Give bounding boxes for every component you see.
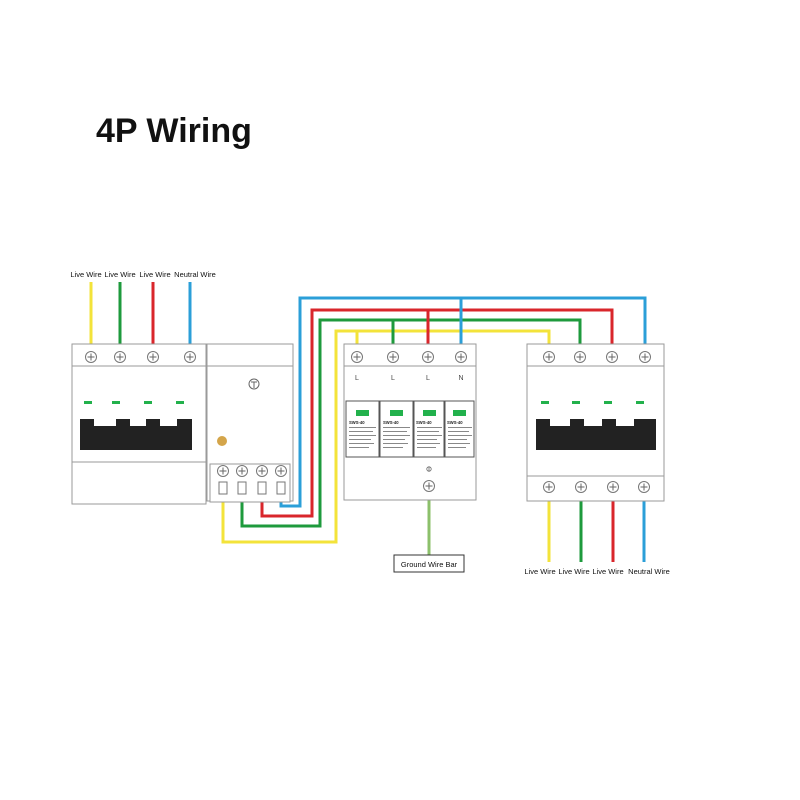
output-breaker-right: [526, 343, 665, 502]
indicator: [453, 410, 466, 416]
indicator: [112, 401, 120, 404]
output-label: Live Wire: [592, 567, 623, 576]
indicator: [541, 401, 549, 404]
screw-terminal-icon: [236, 465, 248, 477]
screw-terminal-icon: [423, 480, 435, 492]
indicator: [176, 401, 184, 404]
screw-terminal-icon: [147, 351, 159, 363]
page-title: 4P Wiring: [96, 112, 252, 150]
screw-terminal-icon: [543, 481, 555, 493]
breaker-handle-bar[interactable]: [536, 419, 656, 450]
test-button-icon[interactable]: [248, 378, 260, 390]
spd-module: SWS-40: [444, 400, 475, 458]
screw-terminal-icon: [256, 465, 268, 477]
ground-symbol-icon: [426, 466, 432, 472]
screw-terminal-icon: [387, 351, 399, 363]
screw-terminal-icon: [422, 351, 434, 363]
indicator: [572, 401, 580, 404]
screw-terminal-icon: [275, 465, 287, 477]
screw-terminal-icon: [606, 351, 618, 363]
status-knob: [217, 436, 227, 446]
spd-module-name: SWS-40: [416, 420, 432, 425]
indicator: [636, 401, 644, 404]
switch-module: [206, 343, 294, 503]
breaker-handle-bar[interactable]: [80, 419, 192, 450]
surge-protector: L L L N SWS-40 SWS-40 SWS-40: [343, 343, 477, 501]
spd-module-name: SWS-40: [349, 420, 365, 425]
spd-module: SWS-40: [345, 400, 380, 458]
spd-terminal-label: L: [391, 375, 395, 382]
spd-module: SWS-40: [379, 400, 414, 458]
spd-terminal-label: L: [355, 375, 359, 382]
screw-terminal-icon: [575, 481, 587, 493]
input-label: Live Wire: [104, 270, 135, 279]
spd-module-name: SWS-40: [383, 420, 399, 425]
screw-terminal-icon: [574, 351, 586, 363]
input-label: Live Wire: [70, 270, 101, 279]
screw-terminal-icon: [85, 351, 97, 363]
input-label: Live Wire: [139, 270, 170, 279]
bus-wire-neutral: [279, 296, 647, 508]
bus-wire-live-1: [221, 329, 551, 544]
ground-wire-bar: Ground Wire Bar: [393, 554, 465, 573]
bus-wire-live-3: [260, 308, 614, 518]
spd-module: SWS-40: [413, 400, 445, 458]
input-label: Neutral Wire: [174, 270, 216, 279]
indicator: [390, 410, 403, 416]
screw-terminal-icon: [114, 351, 126, 363]
indicator: [144, 401, 152, 404]
screw-terminal-icon: [638, 481, 650, 493]
spd-terminal-label: N: [458, 375, 463, 382]
screw-terminal-icon: [217, 465, 229, 477]
screw-terminal-icon: [351, 351, 363, 363]
output-label: Live Wire: [558, 567, 589, 576]
spd-terminal-label: L: [426, 375, 430, 382]
ground-bar-label: Ground Wire Bar: [401, 560, 458, 569]
screw-terminal-icon: [607, 481, 619, 493]
indicator: [423, 410, 436, 416]
screw-terminal-icon: [543, 351, 555, 363]
output-label: Live Wire: [524, 567, 555, 576]
screw-terminal-icon: [184, 351, 196, 363]
main-breaker-left: [71, 343, 207, 505]
output-label: Neutral Wire: [628, 567, 670, 576]
screw-terminal-icon: [639, 351, 651, 363]
bus-wire-live-2: [240, 318, 582, 528]
indicator: [604, 401, 612, 404]
screw-terminal-icon: [455, 351, 467, 363]
indicator: [84, 401, 92, 404]
spd-module-name: SWS-40: [447, 420, 463, 425]
indicator: [356, 410, 369, 416]
